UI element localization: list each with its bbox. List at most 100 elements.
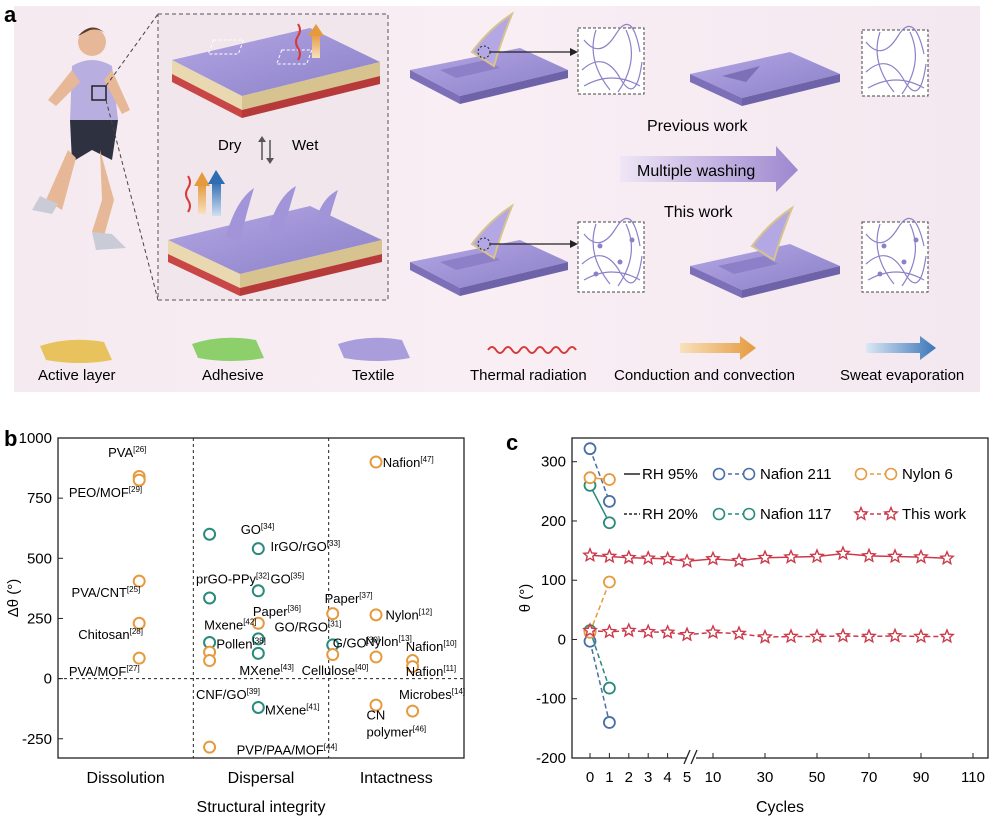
point-label: Nafion[47] [383, 455, 434, 470]
point-label: IrGO/rGO[33] [270, 539, 340, 554]
data-point-star [809, 628, 825, 644]
data-point [369, 608, 383, 622]
panel-b-ylabel: Δθ (°) [5, 579, 22, 618]
legend-adhesive: Adhesive [202, 367, 264, 384]
data-point-star [705, 550, 721, 566]
series-line [589, 641, 611, 723]
panel-c-xtick-label: 2 [625, 769, 633, 786]
point-label: CNF/GO[39] [196, 687, 260, 702]
data-point [203, 591, 217, 605]
legend-active-layer: Active layer [38, 367, 116, 384]
data-point [369, 650, 383, 664]
point-label: MXene[41] [265, 703, 320, 718]
legend-label: Nafion 117 [760, 506, 831, 523]
previous-work-illustration [410, 11, 929, 106]
panel-a: a [0, 0, 1000, 398]
data-point [603, 716, 616, 729]
panel-b-label: b [4, 426, 17, 451]
legend-label: Nylon 6 [902, 466, 953, 483]
group-label: Dissolution [87, 770, 165, 787]
point-label: GO[35] [270, 572, 304, 587]
panel-c-xtick-label: 0 [586, 769, 594, 786]
data-point [203, 740, 217, 754]
panel-b-ytick-label: 1000 [19, 430, 52, 447]
this-work-illustration [410, 203, 929, 298]
panel-c-ytick-label: -100 [536, 691, 566, 708]
data-point-star [601, 623, 618, 639]
panel-c-xtick-label: 90 [913, 769, 930, 786]
wet-label: Wet [292, 137, 319, 154]
data-point-star [835, 545, 851, 561]
data-point [406, 704, 420, 718]
series-line [589, 485, 611, 524]
panel-c-xtick-label: 5 [683, 769, 691, 786]
this-work-label: This work [664, 204, 733, 221]
data-point-star [861, 547, 877, 563]
panel-c-ytick-label: 300 [541, 454, 566, 471]
adhesive-swatch [192, 337, 264, 361]
dry-wet-arrows-icon [258, 136, 274, 164]
point-label: Nafion[11] [406, 664, 456, 679]
panel-b-ytick-label: 500 [27, 550, 52, 567]
data-point-star [679, 552, 695, 568]
panel-c-xlabel: Cycles [756, 799, 804, 816]
data-point [251, 542, 265, 556]
panel-c-xtick-label: 10 [705, 769, 722, 786]
series-line [589, 448, 611, 502]
data-point-star [731, 625, 747, 641]
data-point [251, 700, 265, 714]
data-point-star [582, 546, 598, 563]
axis-break-icon [683, 749, 698, 766]
panel-b-plot-frame [57, 437, 465, 759]
point-label: MXene[43] [239, 663, 294, 678]
data-point-star [679, 626, 695, 642]
point-label: PVP/PAA/MOF[44] [237, 742, 338, 757]
data-point-star [659, 550, 676, 566]
data-point [369, 698, 383, 712]
legend-label: Nafion 211 [760, 466, 831, 483]
point-label: G/GO[30] [333, 635, 380, 650]
previous-work-label: Previous work [647, 118, 748, 135]
legend-marker [712, 507, 726, 521]
series-line [589, 630, 611, 689]
panel-b-xlabel: Structural integrity [197, 799, 326, 816]
legend-marker [712, 467, 726, 481]
panel-b-ytick-label: 750 [27, 490, 52, 507]
data-point [251, 584, 265, 598]
legend-marker [742, 507, 756, 521]
point-label: Paper[37] [325, 591, 373, 606]
panel-c-ytick-label: 100 [541, 572, 566, 589]
data-point-star [620, 622, 637, 638]
data-point [203, 527, 217, 541]
legend-label: This work [902, 506, 967, 523]
panel-a-figure: a [4, 2, 980, 392]
data-point-star [731, 552, 747, 568]
data-point [583, 471, 597, 485]
panel-c-xtick-label: 4 [663, 769, 671, 786]
point-label: polymer[46] [367, 724, 427, 739]
data-point [132, 616, 146, 630]
data-point [603, 575, 616, 589]
wet-fabric [168, 170, 382, 296]
data-point-star [582, 622, 598, 638]
legend-marker [884, 467, 898, 481]
point-label: GO[34] [241, 522, 275, 537]
data-point [203, 654, 217, 668]
legend-marker [854, 467, 868, 481]
conduction-arrow-icon [680, 336, 756, 360]
point-label: CN [367, 708, 386, 723]
legend-conduction: Conduction and convection [614, 367, 795, 384]
data-point-star [853, 505, 869, 521]
multiple-washing-label: Multiple washing [637, 163, 755, 180]
legend-sweat-evaporation: Sweat evaporation [840, 367, 964, 384]
data-point-star [620, 549, 637, 565]
panel-a-legend: Active layer Adhesive Textile Thermal ra… [38, 336, 964, 384]
point-label: PEO/MOF[29] [69, 485, 142, 500]
point-label: Chitosan[28] [78, 627, 143, 642]
data-point-star [883, 505, 899, 521]
panel-b-ytick-label: -250 [22, 731, 52, 748]
legend-label: RH 20% [642, 506, 698, 523]
